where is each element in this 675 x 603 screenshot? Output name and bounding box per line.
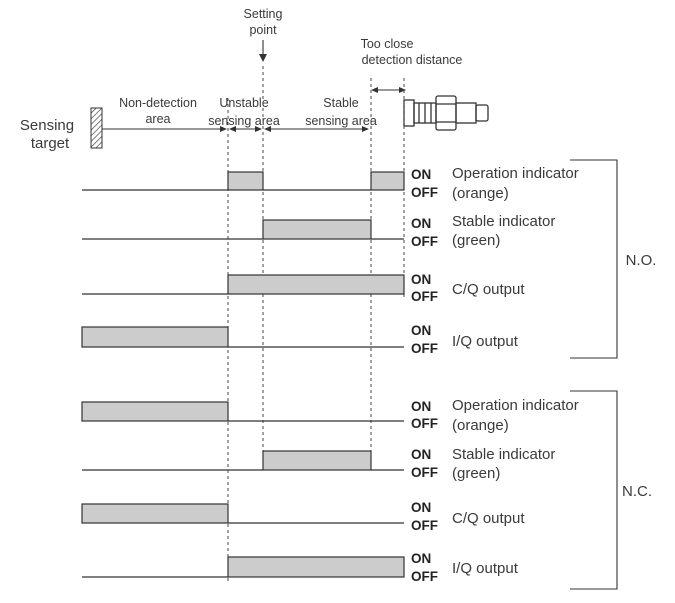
row-label: (green) — [452, 465, 500, 482]
on-label: ON — [411, 167, 431, 182]
off-label: OFF — [411, 569, 438, 584]
sensing-target-icon — [90, 107, 103, 149]
area-arrows — [102, 126, 369, 132]
no-cq-output-signal — [82, 274, 405, 295]
setting-point-arrow-icon — [259, 40, 267, 62]
row-label: Operation indicator — [452, 165, 579, 182]
off-label: OFF — [411, 234, 438, 249]
on-label: ON — [411, 399, 431, 414]
sensing-target-label-line1: Sensing — [20, 117, 74, 134]
off-label: OFF — [411, 416, 438, 431]
off-label: OFF — [411, 185, 438, 200]
too-close-label-line2: detection distance — [362, 53, 463, 67]
too-close-arrow-icon — [371, 87, 406, 93]
row-label: I/Q output — [452, 333, 519, 350]
nc-operation-indicator-signal — [81, 401, 404, 422]
setting-point-label-line1: Setting — [244, 7, 283, 21]
no-stable-indicator-signal — [82, 219, 404, 240]
row-label: (orange) — [452, 417, 509, 434]
off-label: OFF — [411, 289, 438, 304]
row-label: C/Q output — [452, 281, 525, 298]
on-label: ON — [411, 216, 431, 231]
on-label: ON — [411, 447, 431, 462]
nc-cq-output-signal — [81, 503, 404, 524]
nc-group-bracket — [570, 390, 618, 590]
row-label: C/Q output — [452, 510, 525, 527]
sensor-icon — [403, 95, 489, 131]
unstable-sensing-area-label-line1: Unstable — [219, 96, 268, 110]
off-label: OFF — [411, 465, 438, 480]
nc-stable-indicator-signal — [82, 450, 404, 471]
unstable-sensing-area-label-line2: sensing area — [208, 114, 280, 128]
on-label: ON — [411, 500, 431, 515]
on-label: ON — [411, 323, 431, 338]
row-label: Stable indicator — [452, 213, 555, 230]
row-label: I/Q output — [452, 560, 519, 577]
no-operation-indicator-signal — [82, 171, 405, 191]
guide-lines — [227, 66, 405, 583]
row-label: Stable indicator — [452, 446, 555, 463]
sensing-target-label-line2: target — [31, 135, 70, 152]
on-off-labels: ON OFF ON OFF ON OFF ON OFF ON OFF ON OF… — [411, 167, 438, 584]
setting-point-label-line2: point — [249, 23, 277, 37]
no-group-bracket — [570, 159, 618, 359]
non-detection-area-label-line2: area — [145, 112, 170, 126]
off-label: OFF — [411, 341, 438, 356]
row-label: Operation indicator — [452, 397, 579, 414]
row-label: (green) — [452, 232, 500, 249]
nc-group-label: N.C. — [622, 483, 652, 500]
off-label: OFF — [411, 518, 438, 533]
nc-iq-output-signal — [82, 556, 405, 578]
too-close-label-line1: Too close — [361, 37, 414, 51]
on-label: ON — [411, 272, 431, 287]
non-detection-area-label-line1: Non-detection — [119, 96, 197, 110]
on-label: ON — [411, 551, 431, 566]
stable-sensing-area-label-line2: sensing area — [305, 114, 377, 128]
no-group-label: N.O. — [626, 252, 657, 269]
no-iq-output-signal — [81, 326, 404, 348]
stable-sensing-area-label-line1: Stable — [323, 96, 358, 110]
row-label: (orange) — [452, 185, 509, 202]
